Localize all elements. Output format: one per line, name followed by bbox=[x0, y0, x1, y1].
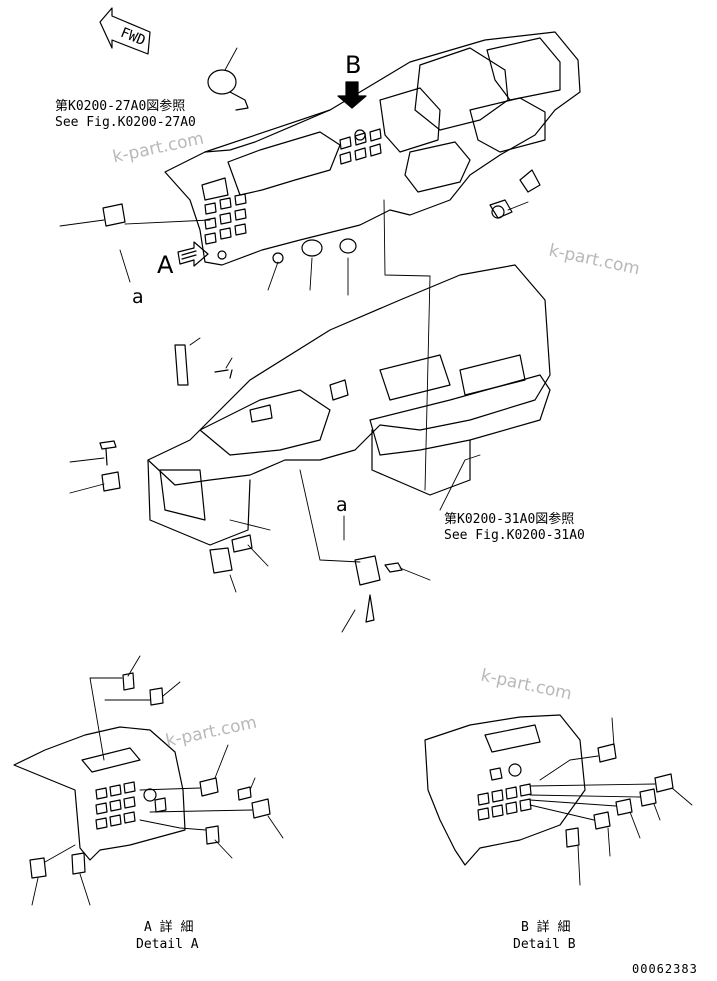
ref-a-label-left: a bbox=[132, 286, 144, 308]
detail-b-drawing bbox=[424, 714, 674, 866]
ref-note-top-en: See Fig.K0200-27A0 bbox=[55, 115, 196, 130]
upper-dashboard-panel bbox=[164, 31, 581, 266]
view-a-label: A bbox=[157, 251, 174, 279]
ref-note-mid-en: See Fig.K0200-31A0 bbox=[444, 528, 585, 543]
detail-b-leaders bbox=[529, 717, 693, 886]
detail-b-caption-jp: B 詳 細 bbox=[521, 920, 571, 935]
ref-a-label-bracket: a bbox=[336, 494, 348, 516]
detail-b-caption-en: Detail B bbox=[513, 937, 576, 952]
lower-dashboard-frame bbox=[99, 264, 551, 546]
connector-left bbox=[102, 203, 126, 227]
view-b-label: B bbox=[345, 51, 362, 79]
fwd-arrow-icon bbox=[99, 7, 151, 55]
view-arrow-a-icon bbox=[177, 241, 209, 267]
detail-a-caption-jp: A 詳 細 bbox=[144, 920, 194, 935]
detail-a-caption-en: Detail A bbox=[136, 937, 199, 952]
bracket-a bbox=[354, 555, 381, 586]
ref-note-mid-jp: 第K0200-31A0図参照 bbox=[444, 512, 575, 527]
ref-note-top-jp: 第K0200-27A0図参照 bbox=[55, 99, 186, 114]
detail-a-drawing bbox=[13, 672, 271, 879]
detail-a-leaders bbox=[31, 655, 284, 906]
leader-lines bbox=[59, 47, 529, 633]
bolts bbox=[209, 369, 403, 623]
ignition-switch bbox=[207, 69, 249, 111]
view-arrow-b-icon bbox=[337, 81, 367, 109]
switch-knobs bbox=[272, 205, 505, 264]
drawing-number: 00062383 bbox=[632, 962, 698, 976]
